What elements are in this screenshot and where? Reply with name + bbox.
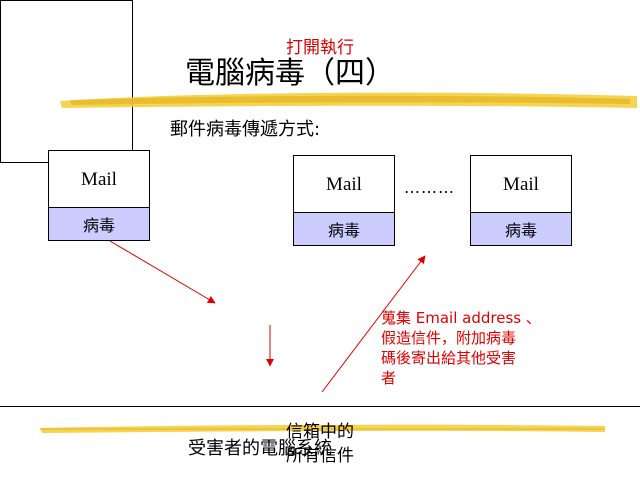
- mailbox-contents: 信箱中的 所有信件: [0, 406, 640, 480]
- mail-label: Mail: [81, 169, 117, 190]
- virus-attachment: 病毒: [49, 207, 149, 240]
- victim-caption: 受害者的電腦系統: [188, 438, 332, 459]
- mailbox-line-1: 信箱中的: [286, 421, 354, 442]
- virus-attachment: 病毒: [471, 212, 571, 245]
- arrow-spread-out: [321, 255, 426, 393]
- mail-label: Mail: [326, 174, 362, 195]
- mail-box-outgoing-2: Mail 病毒: [470, 155, 572, 246]
- note-line-3: 碼後寄出給其他受害: [381, 349, 517, 367]
- note-line-1: 蒐集 Email address 、: [381, 309, 541, 327]
- victim-computer-box: 打開執行 信箱中的 所有信件: [0, 0, 640, 466]
- note-line-4: 者: [381, 369, 397, 387]
- slide-title: 電腦病毒（四）: [185, 56, 395, 91]
- title-brush-stroke-inner: [70, 95, 630, 105]
- note-line-2: 假造信件，附加病毒: [381, 329, 517, 347]
- slide-subtitle: 郵件病毒傳遞方式:: [170, 119, 321, 140]
- mailbox-line-2: 所有信件: [286, 445, 354, 466]
- arrow-mail-to-execute: [109, 240, 216, 304]
- ellipsis: ………: [404, 178, 455, 197]
- mail-box-outgoing-1: Mail 病毒: [293, 155, 395, 246]
- execute-step: 打開執行: [286, 37, 354, 58]
- mail-label: Mail: [503, 174, 539, 195]
- propagation-note: 蒐集 Email address 、 假造信件，附加病毒 碼後寄出給其他受害 者: [381, 308, 571, 388]
- virus-attachment: 病毒: [294, 212, 394, 245]
- mail-box-source: Mail 病毒: [48, 150, 150, 241]
